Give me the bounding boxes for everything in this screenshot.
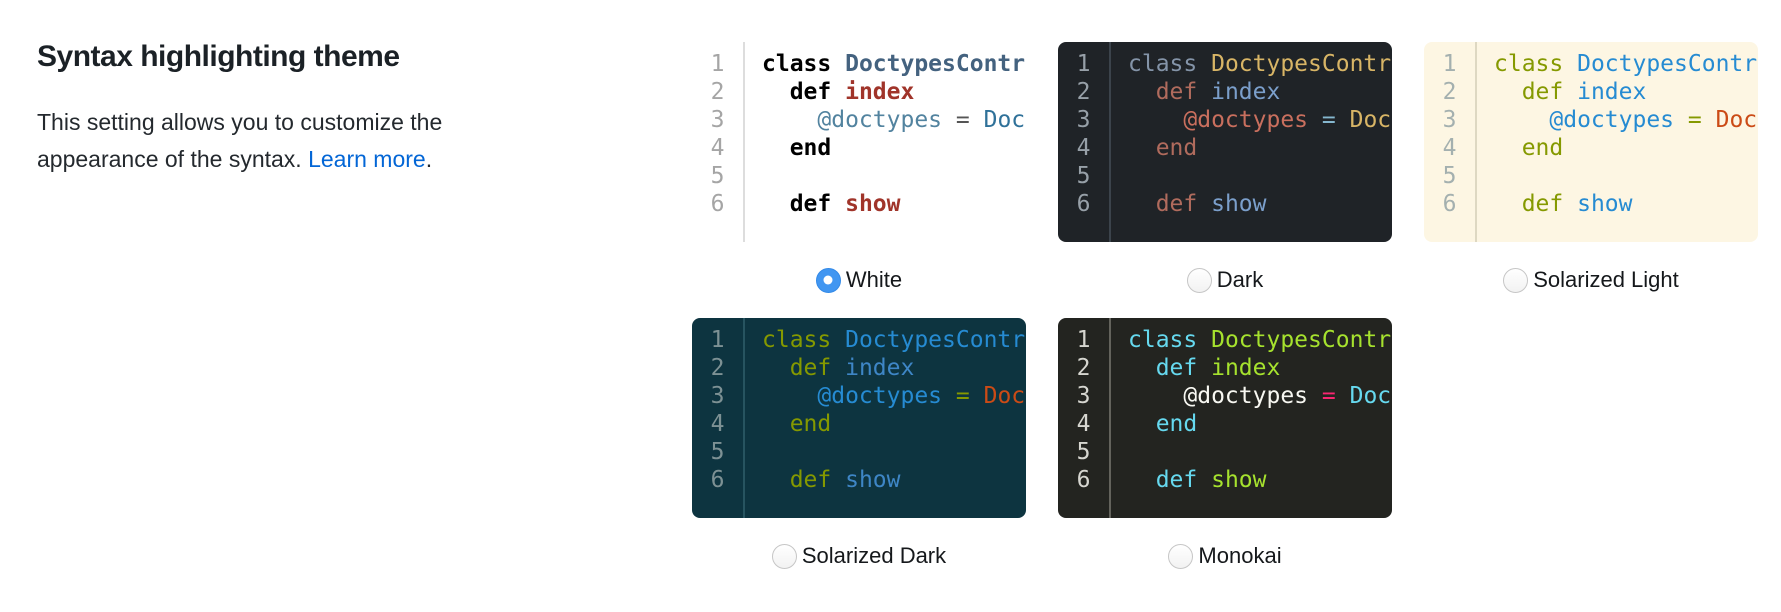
setting-section: Syntax highlighting theme This setting a…: [37, 38, 523, 178]
theme-radio-label-solarized-dark[interactable]: Solarized Dark: [801, 543, 947, 568]
setting-description: This setting allows you to customize the…: [37, 104, 523, 178]
code-sample: class DoctypesController def index @doct…: [1128, 51, 1392, 217]
page-title: Syntax highlighting theme: [37, 40, 400, 73]
theme-radio-label-solarized-light[interactable]: Solarized Light: [1533, 267, 1679, 292]
theme-choice-dark: Dark: [1058, 242, 1392, 318]
code-sample: class DoctypesController def index @doct…: [762, 51, 1026, 217]
theme-radio-dark[interactable]: [1186, 267, 1212, 293]
description-period: .: [425, 146, 433, 172]
theme-radio-solarized-light[interactable]: [1503, 267, 1529, 293]
theme-choice-white: White: [692, 242, 1026, 318]
theme-radio-monokai[interactable]: [1168, 543, 1194, 569]
theme-radio-label-white[interactable]: White: [845, 267, 903, 292]
theme-radio-white[interactable]: [815, 267, 841, 293]
code-sample: class DoctypesController def index @doct…: [1494, 51, 1758, 217]
learn-more-link[interactable]: Learn more: [308, 146, 426, 172]
description-text: This setting allows you to customize the…: [37, 109, 443, 172]
theme-choice-monokai: Monokai: [1058, 518, 1392, 594]
theme-radio-label-monokai[interactable]: Monokai: [1198, 543, 1282, 568]
code-sample: class DoctypesController def index @doct…: [762, 327, 1026, 493]
theme-radio-solarized-dark[interactable]: [771, 543, 797, 569]
theme-choice-solarized-light: Solarized Light: [1424, 242, 1758, 318]
code-sample: class DoctypesController def index @doct…: [1128, 327, 1392, 493]
theme-choice-solarized-dark: Solarized Dark: [692, 518, 1026, 594]
theme-radio-label-dark[interactable]: Dark: [1216, 267, 1264, 292]
